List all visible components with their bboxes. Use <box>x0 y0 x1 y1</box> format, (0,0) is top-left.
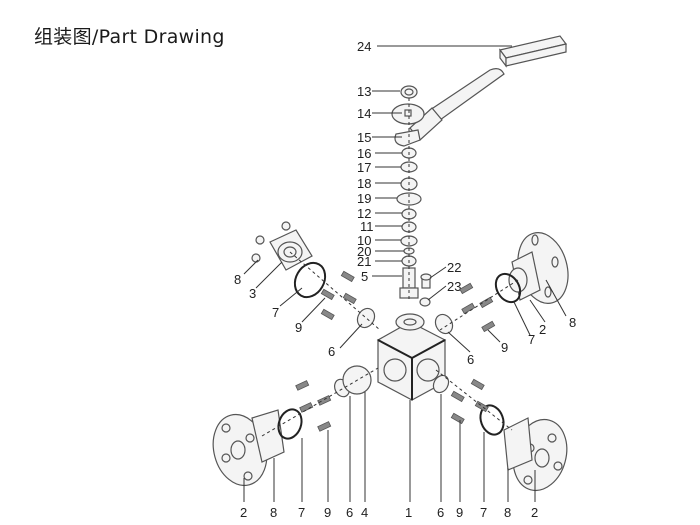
handle-part-24 <box>409 35 568 141</box>
label-20: 20 <box>357 244 371 259</box>
label-18: 18 <box>357 176 371 191</box>
label-23: 23 <box>447 279 461 294</box>
label-3: 3 <box>249 286 256 301</box>
label-16: 16 <box>357 146 371 161</box>
label-8-lower-left: 8 <box>270 505 277 520</box>
label-9-upper-left: 9 <box>295 320 302 335</box>
label-2-lower-right: 2 <box>531 505 538 520</box>
lower-right-end-cap <box>432 369 568 492</box>
label-8-lower-right: 8 <box>504 505 511 520</box>
label-8-upper-left: 8 <box>234 272 241 287</box>
label-1: 1 <box>405 505 412 520</box>
upper-left-end-cap <box>251 221 381 331</box>
label-11: 11 <box>360 219 374 234</box>
label-12: 12 <box>357 206 371 221</box>
label-6-upper-left: 6 <box>328 344 335 359</box>
lower-left-end-cap <box>212 365 379 487</box>
page-title: 组装图/Part Drawing <box>34 26 225 48</box>
label-13: 13 <box>357 84 371 99</box>
label-15: 15 <box>357 130 371 145</box>
upper-right-end-cap <box>434 232 569 335</box>
valve-body-part-1 <box>376 313 447 402</box>
label-2-upper-right: 2 <box>539 322 546 337</box>
label-7-lower-right: 7 <box>480 505 487 520</box>
label-7-upper-left: 7 <box>272 305 279 320</box>
label-9-lower-right: 9 <box>456 505 463 520</box>
stem-stack <box>391 85 425 300</box>
label-24: 24 <box>357 39 371 54</box>
label-6-lower-right: 6 <box>437 505 444 520</box>
label-5: 5 <box>361 269 368 284</box>
label-2-lower-left: 2 <box>240 505 247 520</box>
label-21: 21 <box>357 254 371 269</box>
label-9-lower-left: 9 <box>324 505 331 520</box>
label-14: 14 <box>357 106 371 121</box>
label-7-upper-right: 7 <box>528 332 535 347</box>
label-22: 22 <box>447 260 461 275</box>
label-8-upper-right: 8 <box>569 315 576 330</box>
label-6-upper-right: 6 <box>467 352 474 367</box>
label-6-lower-left: 6 <box>346 505 353 520</box>
label-4: 4 <box>361 505 368 520</box>
label-17: 17 <box>357 160 371 175</box>
label-19: 19 <box>357 191 371 206</box>
label-10: 10 <box>357 233 371 248</box>
label-9-upper-right: 9 <box>501 340 508 355</box>
label-7-lower-left: 7 <box>298 505 305 520</box>
